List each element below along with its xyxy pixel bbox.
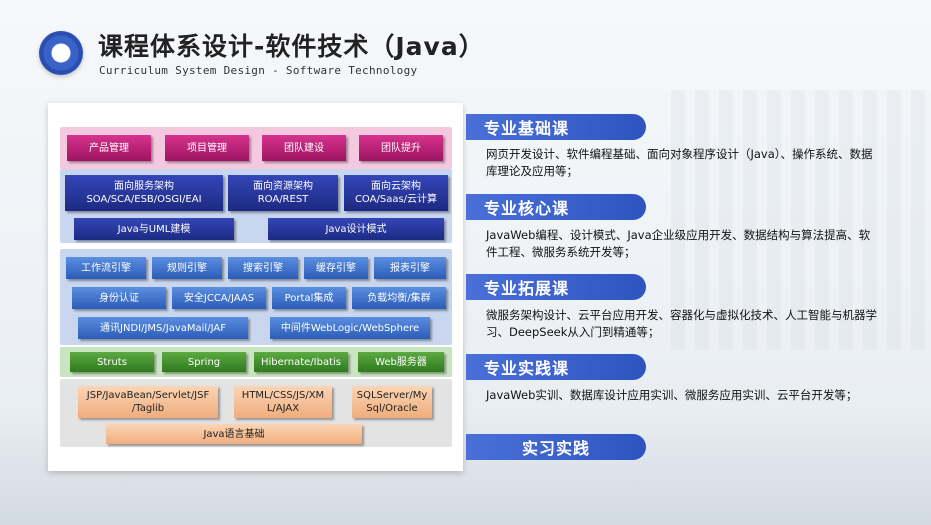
- course-category-core: 专业核心课: [466, 194, 646, 220]
- box-html-line2: L/AJAX: [266, 403, 300, 414]
- box-team-building: 团队建设: [262, 135, 346, 161]
- course-category-extension: 专业拓展课: [466, 274, 646, 300]
- box-web-server: Web服务器: [358, 352, 444, 372]
- box-html-line1: HTML/CSS/JS/XM: [241, 390, 325, 401]
- course-desc-foundation: 网页开发设计、软件编程基础、面向对象程序设计（Java）、操作系统、数据库理论及…: [486, 147, 873, 178]
- architecture-diagram: 产品管理 项目管理 团队建设 团队提升 面向服务架构 SOA/SCA/ESB/O…: [48, 103, 463, 471]
- box-rule-engine: 规则引擎: [152, 257, 222, 279]
- box-workflow-engine: 工作流引擎: [66, 257, 146, 279]
- box-communication: 通讯JNDI/JMS/JavaMail/JAF: [78, 317, 248, 339]
- logo-circle-icon: [39, 31, 83, 75]
- box-report-engine: 报表引擎: [374, 257, 446, 279]
- box-html: HTML/CSS/JS/XM L/AJAX: [234, 386, 332, 418]
- box-soa-line2: SOA/SCA/ESB/OSGI/EAI: [86, 194, 202, 205]
- box-roa-line1: 面向资源架构: [253, 181, 313, 192]
- box-coa: 面向云架构 COA/Saas/云计算: [344, 175, 448, 211]
- box-product-management: 产品管理: [67, 135, 151, 161]
- box-identity-auth: 身份认证: [72, 287, 166, 309]
- course-desc-extension: 微服务架构设计、云平台应用开发、容器化与虚拟化技术、人工智能与机器学习、Deep…: [486, 308, 877, 339]
- box-coa-line2: COA/Saas/云计算: [354, 194, 438, 205]
- box-sql-line2: Sql/Oracle: [366, 403, 418, 414]
- box-security-jaas: 安全JCCA/JAAS: [172, 287, 266, 309]
- box-portal-integration: Portal集成: [272, 287, 346, 309]
- page-title: 课程体系设计-软件技术（Java）: [98, 32, 485, 61]
- box-sql-line1: SQLServer/My: [356, 390, 428, 401]
- box-spring: Spring: [162, 352, 246, 372]
- box-jsp: JSP/JavaBean/Servlet/JSF /Taglib: [78, 386, 218, 418]
- box-load-balance: 负载均衡/集群: [352, 287, 446, 309]
- course-category-practice: 专业实践课: [466, 354, 646, 380]
- box-design-patterns: Java设计模式: [268, 218, 444, 240]
- box-java-basics: Java语言基础: [106, 424, 362, 444]
- background-building: [671, 90, 931, 350]
- box-soa-line1: 面向服务架构: [114, 181, 174, 192]
- box-search-engine: 搜索引擎: [228, 257, 298, 279]
- box-roa: 面向资源架构 ROA/REST: [228, 175, 338, 211]
- course-desc-core: JavaWeb编程、设计模式、Java企业级应用开发、数据结构与算法提高、软件工…: [486, 228, 871, 259]
- box-struts: Struts: [70, 352, 154, 372]
- box-roa-line2: ROA/REST: [257, 194, 309, 205]
- box-sql: SQLServer/My Sql/Oracle: [352, 386, 432, 418]
- box-middleware: 中间件WebLogic/WebSphere: [270, 317, 430, 339]
- box-project-management: 项目管理: [165, 135, 249, 161]
- box-jsp-line1: JSP/JavaBean/Servlet/JSF: [86, 390, 210, 401]
- box-soa: 面向服务架构 SOA/SCA/ESB/OSGI/EAI: [65, 175, 223, 211]
- box-team-improvement: 团队提升: [359, 135, 443, 161]
- course-category-internship: 实习实践: [466, 434, 646, 460]
- page-subtitle: Curriculum System Design - Software Tech…: [99, 64, 418, 77]
- box-uml: Java与UML建模: [74, 218, 234, 240]
- box-hibernate: Hibernate/Ibatis: [254, 352, 348, 372]
- course-desc-practice: JavaWeb实训、数据库设计应用实训、微服务应用实训、云平台开发等；: [486, 388, 858, 402]
- box-cache-engine: 缓存引擎: [304, 257, 368, 279]
- box-jsp-line2: /Taglib: [131, 403, 165, 414]
- box-coa-line1: 面向云架构: [371, 181, 421, 192]
- course-category-foundation: 专业基础课: [466, 114, 646, 140]
